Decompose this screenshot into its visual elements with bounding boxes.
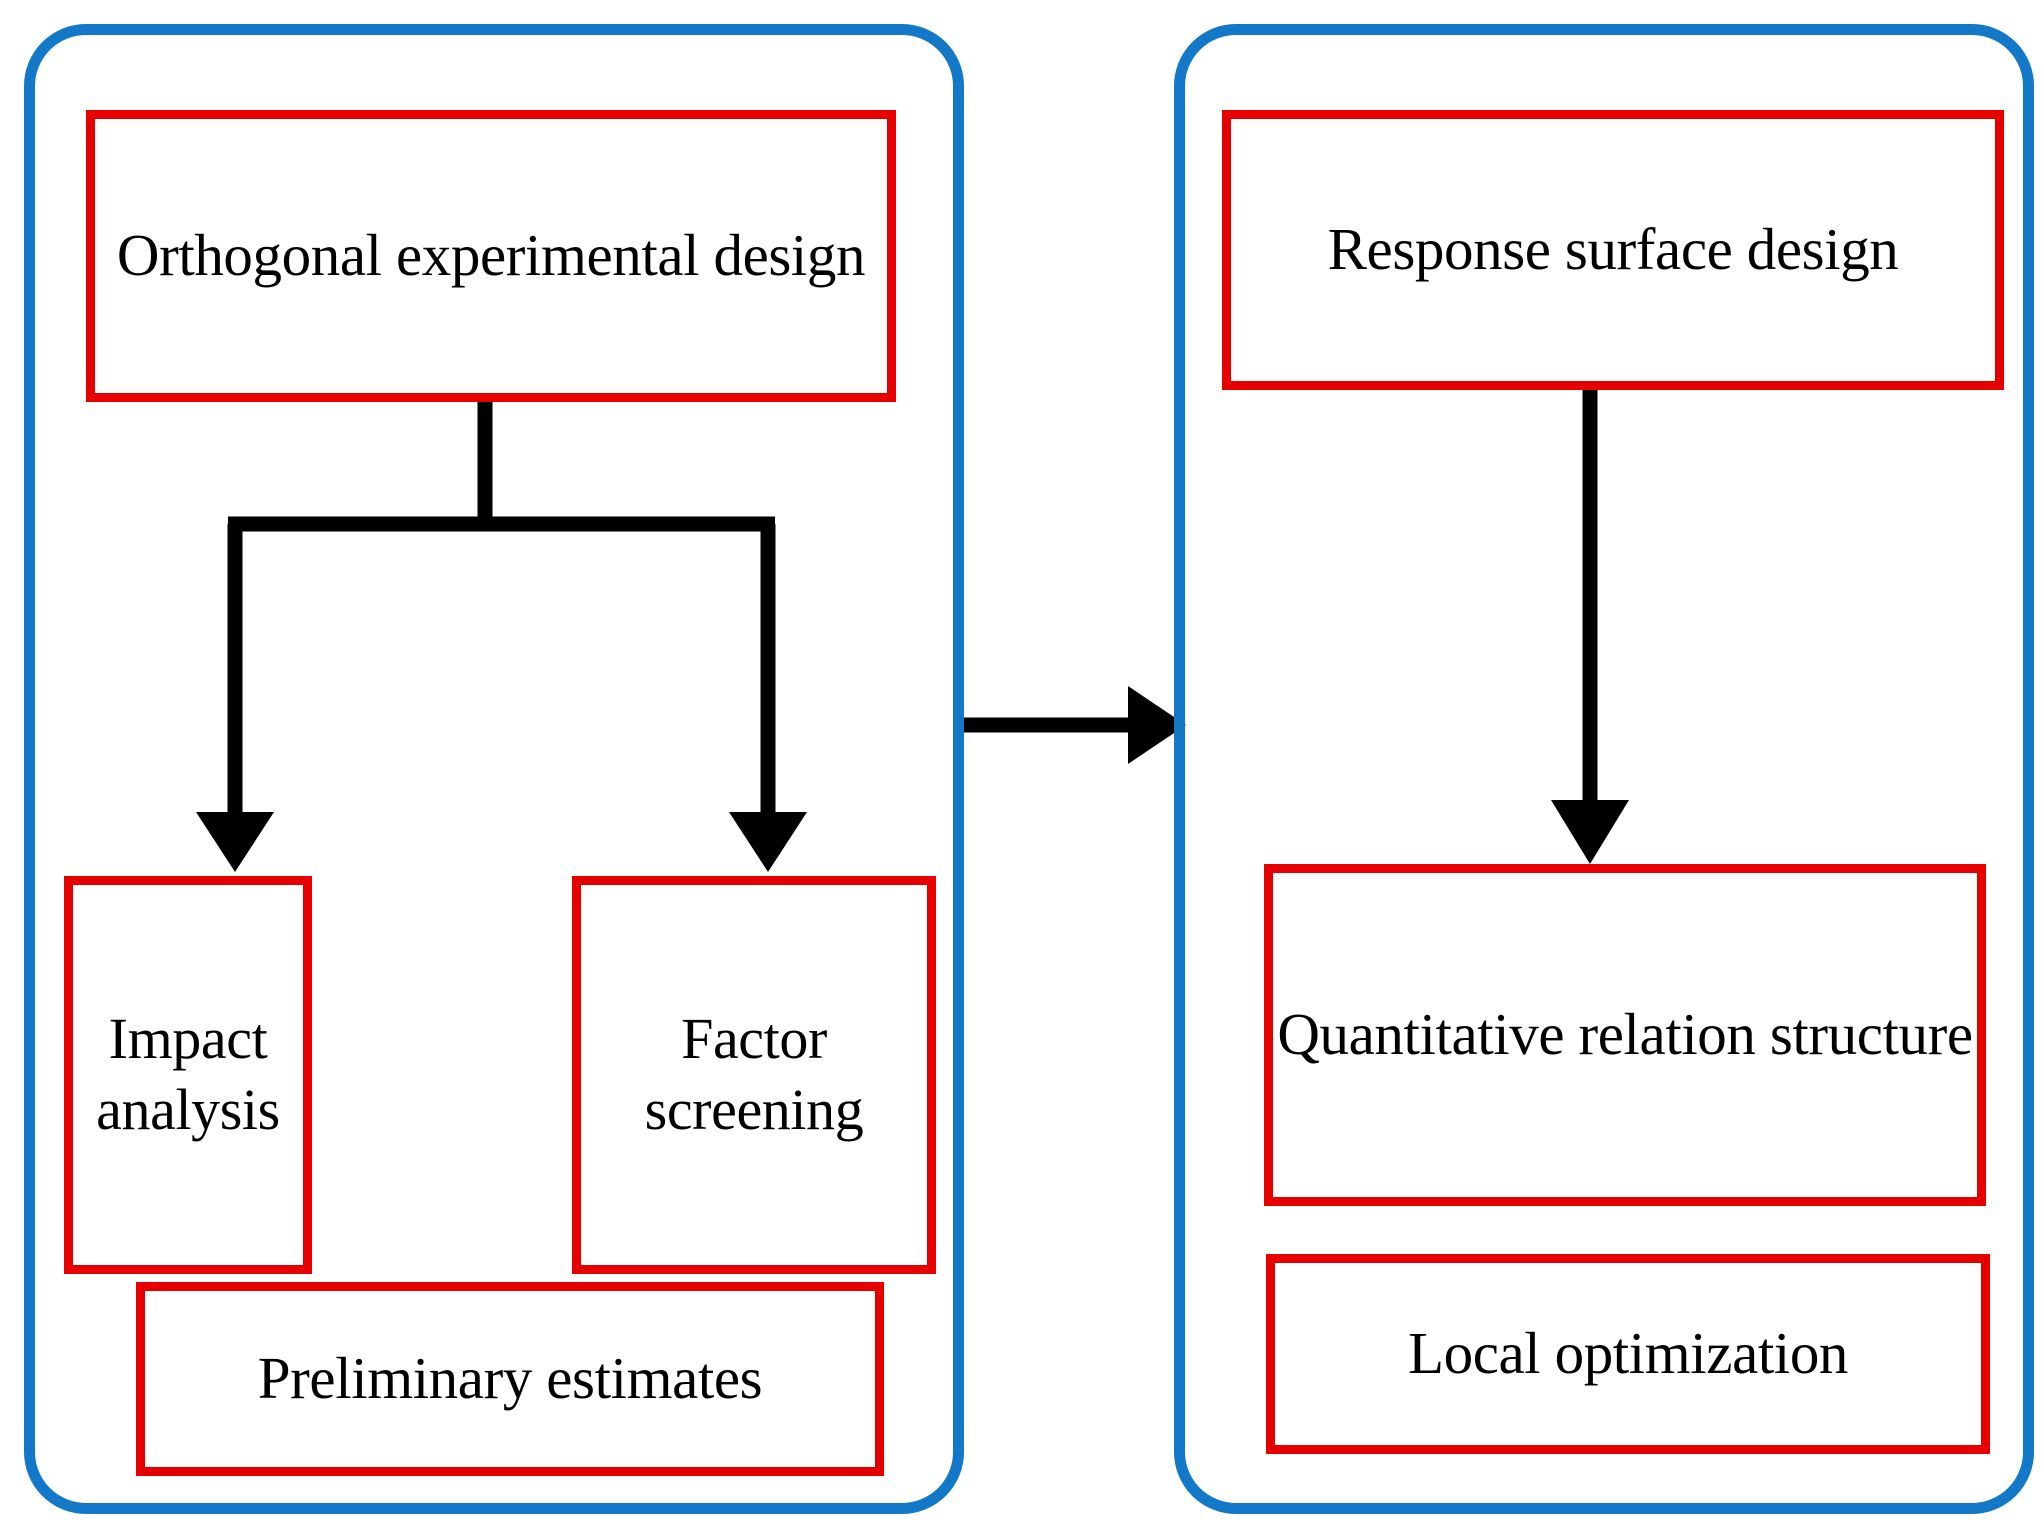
node-label-factor: Factor screening (644, 1006, 864, 1142)
node-label-quantitative: Quantitative relation structure (1277, 1001, 1973, 1068)
connector-split-to-factor (729, 524, 807, 872)
node-label-orthogonal: Orthogonal experimental design (116, 222, 866, 289)
node-label-response: Response surface design (1327, 216, 1899, 283)
node-impact-analysis[interactable]: Impact analysis (64, 876, 312, 1274)
node-quantitative-relation-structure[interactable]: Quantitative relation structure (1264, 864, 1986, 1206)
node-label-preliminary: Preliminary estimates (257, 1345, 763, 1412)
node-local-optimization[interactable]: Local optimization (1266, 1254, 1990, 1454)
group-panel-stage-two (1174, 24, 2034, 1514)
node-label-local: Local optimization (1407, 1320, 1849, 1387)
node-preliminary-estimates[interactable]: Preliminary estimates (136, 1282, 884, 1476)
connector-response-to-quantitative (1551, 388, 1629, 864)
connector-split-to-impact (196, 400, 775, 872)
node-response-surface-design[interactable]: Response surface design (1222, 110, 2004, 390)
connector-stage-one-to-stage-two (958, 686, 1186, 764)
group-panel-stage-one (24, 24, 964, 1514)
node-orthogonal-experimental-design[interactable]: Orthogonal experimental design (86, 110, 896, 402)
node-factor-screening[interactable]: Factor screening (572, 876, 936, 1274)
node-label-impact: Impact analysis (96, 1006, 280, 1142)
